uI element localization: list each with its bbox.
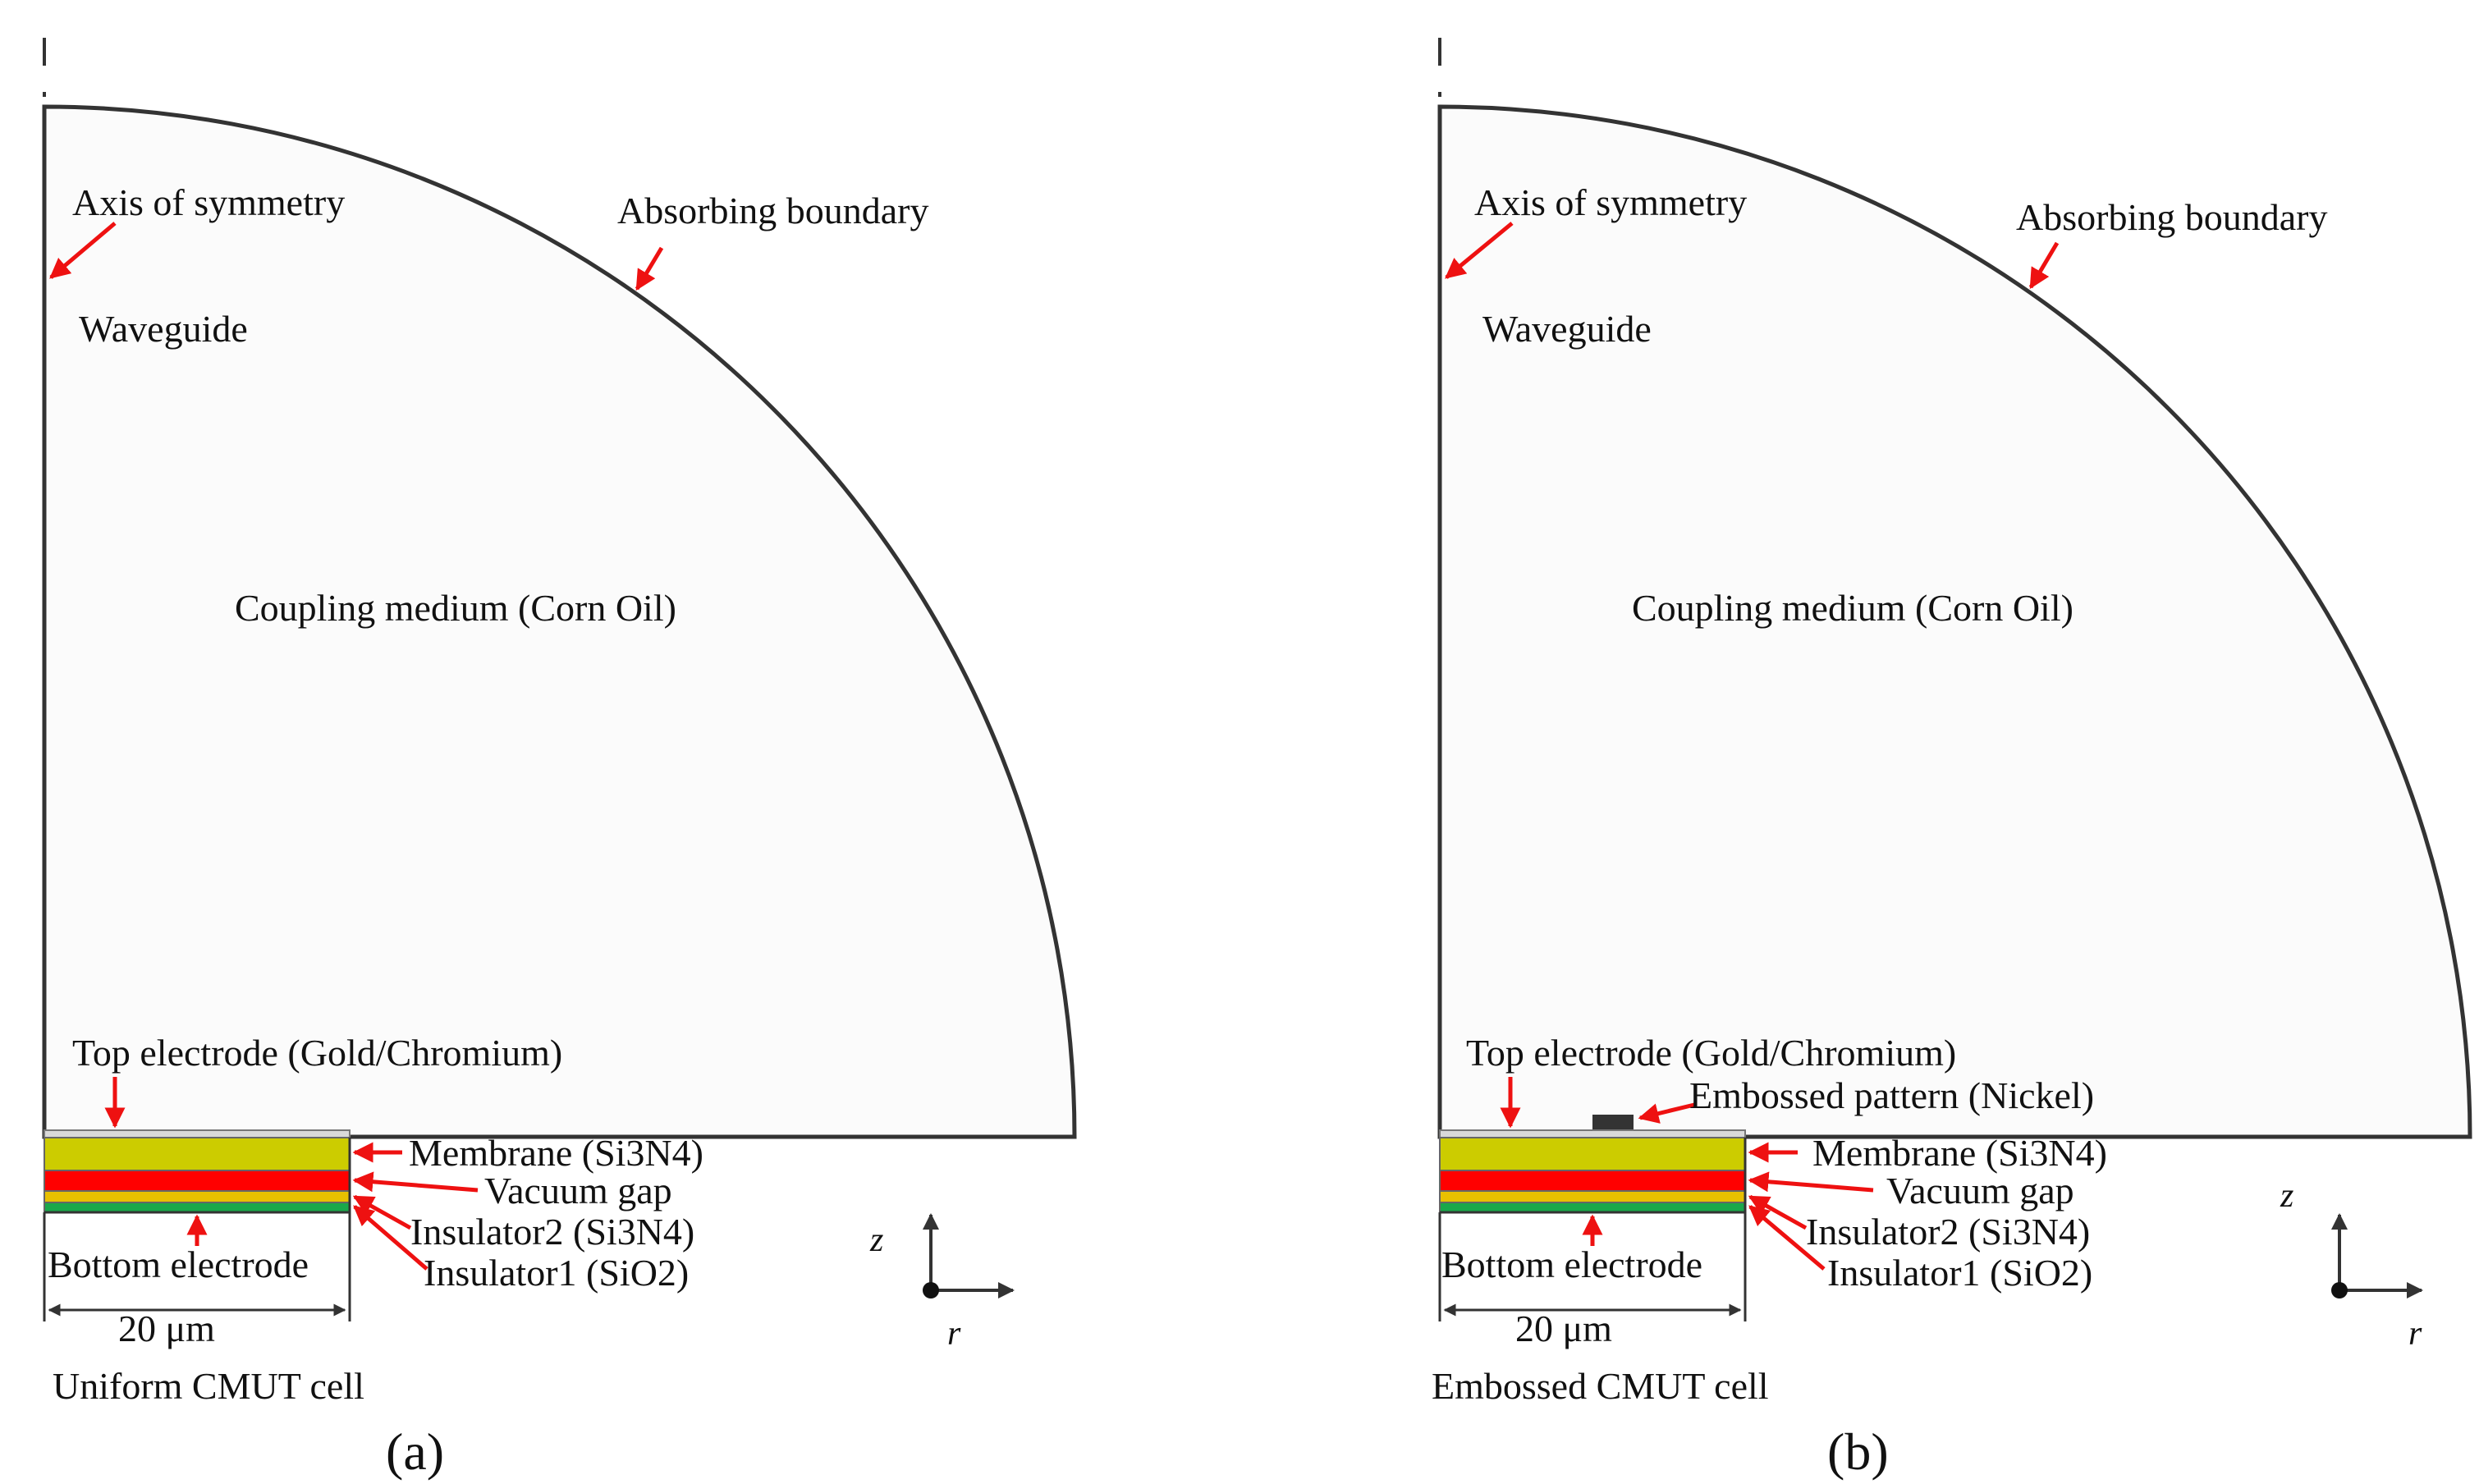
panel-b: Axis of symmetry Waveguide Absorbing bou… (1432, 38, 2472, 1481)
panel-a: Axis of symmetry Waveguide Absorbing bou… (42, 38, 1077, 1481)
origin-dot (2331, 1282, 2348, 1298)
membrane-layer (44, 1137, 351, 1171)
membrane-label: Membrane (Si3N4) (409, 1132, 703, 1174)
bottom-electrode-label: Bottom electrode (1441, 1244, 1702, 1285)
top-electrode-layer (1439, 1129, 1746, 1138)
insulator1-label: Insulator1 (SiO2) (1827, 1252, 2092, 1294)
dimension-label: 20 μm (1515, 1308, 1612, 1349)
boundary-arrow (2028, 241, 2060, 290)
vacuum-arrow (1748, 1171, 1874, 1193)
vacuum-gap-label: Vacuum gap (484, 1170, 672, 1211)
cell-name-label: Embossed CMUT cell (1432, 1365, 1769, 1407)
insulator1-arrow (353, 1205, 428, 1271)
top-electrode-label: Top electrode (Gold/Chromium) (1466, 1032, 1956, 1074)
embossed-pattern-block (1592, 1115, 1634, 1131)
vacuum-gap-label: Vacuum gap (1886, 1170, 2074, 1211)
waveguide-label: Waveguide (79, 308, 248, 350)
insulator2-arrow (1748, 1194, 1808, 1230)
vacuum-gap-layer (1439, 1170, 1746, 1192)
embossed-arrow (1638, 1102, 1695, 1124)
bottom-electrode-label: Bottom electrode (48, 1244, 309, 1285)
coupling-domain (1437, 104, 2472, 1139)
top-electrode-label: Top electrode (Gold/Chromium) (72, 1032, 562, 1074)
coupling-medium-label: Coupling medium (Corn Oil) (235, 587, 676, 629)
insulator2-label: Insulator2 (Si3N4) (1806, 1211, 2090, 1253)
boundary-arrow (635, 246, 664, 291)
origin-dot (923, 1282, 939, 1298)
insulator1-layer (1439, 1202, 1746, 1213)
axis-of-symmetry-label: Axis of symmetry (72, 181, 345, 223)
insulator2-layer (1439, 1190, 1746, 1203)
r-axis-label: r (2408, 1315, 2422, 1353)
cell-name-label: Uniform CMUT cell (53, 1365, 364, 1407)
r-axis-label: r (947, 1315, 961, 1353)
insulator2-layer (44, 1190, 351, 1203)
panel-label-b: (b) (1827, 1422, 1889, 1481)
panel-label-a: (a) (386, 1422, 444, 1481)
vacuum-gap-layer (44, 1170, 351, 1192)
insulator1-label: Insulator1 (SiO2) (424, 1252, 689, 1294)
waveguide-label: Waveguide (1482, 308, 1652, 350)
insulator2-arrow (352, 1194, 412, 1230)
axis-arrow (1445, 222, 1514, 279)
coupling-domain (42, 104, 1077, 1139)
vacuum-arrow (352, 1171, 479, 1193)
insulator1-layer (44, 1202, 351, 1213)
absorbing-boundary-label: Absorbing boundary (2016, 196, 2327, 238)
coupling-medium-label: Coupling medium (Corn Oil) (1632, 587, 2073, 629)
z-axis-label: z (869, 1221, 883, 1259)
top-electrode-layer (44, 1129, 351, 1138)
axis-arrow (49, 222, 117, 279)
membrane-label: Membrane (Si3N4) (1812, 1132, 2107, 1174)
embossed-pattern-label: Embossed pattern (Nickel) (1689, 1074, 2094, 1116)
insulator2-label: Insulator2 (Si3N4) (410, 1211, 694, 1253)
axis-of-symmetry-label: Axis of symmetry (1474, 181, 1747, 223)
membrane-layer (1439, 1137, 1746, 1171)
absorbing-boundary-label: Absorbing boundary (617, 190, 928, 231)
insulator1-arrow (1748, 1205, 1826, 1271)
dimension-label: 20 μm (118, 1308, 215, 1349)
z-axis-label: z (2280, 1177, 2293, 1215)
